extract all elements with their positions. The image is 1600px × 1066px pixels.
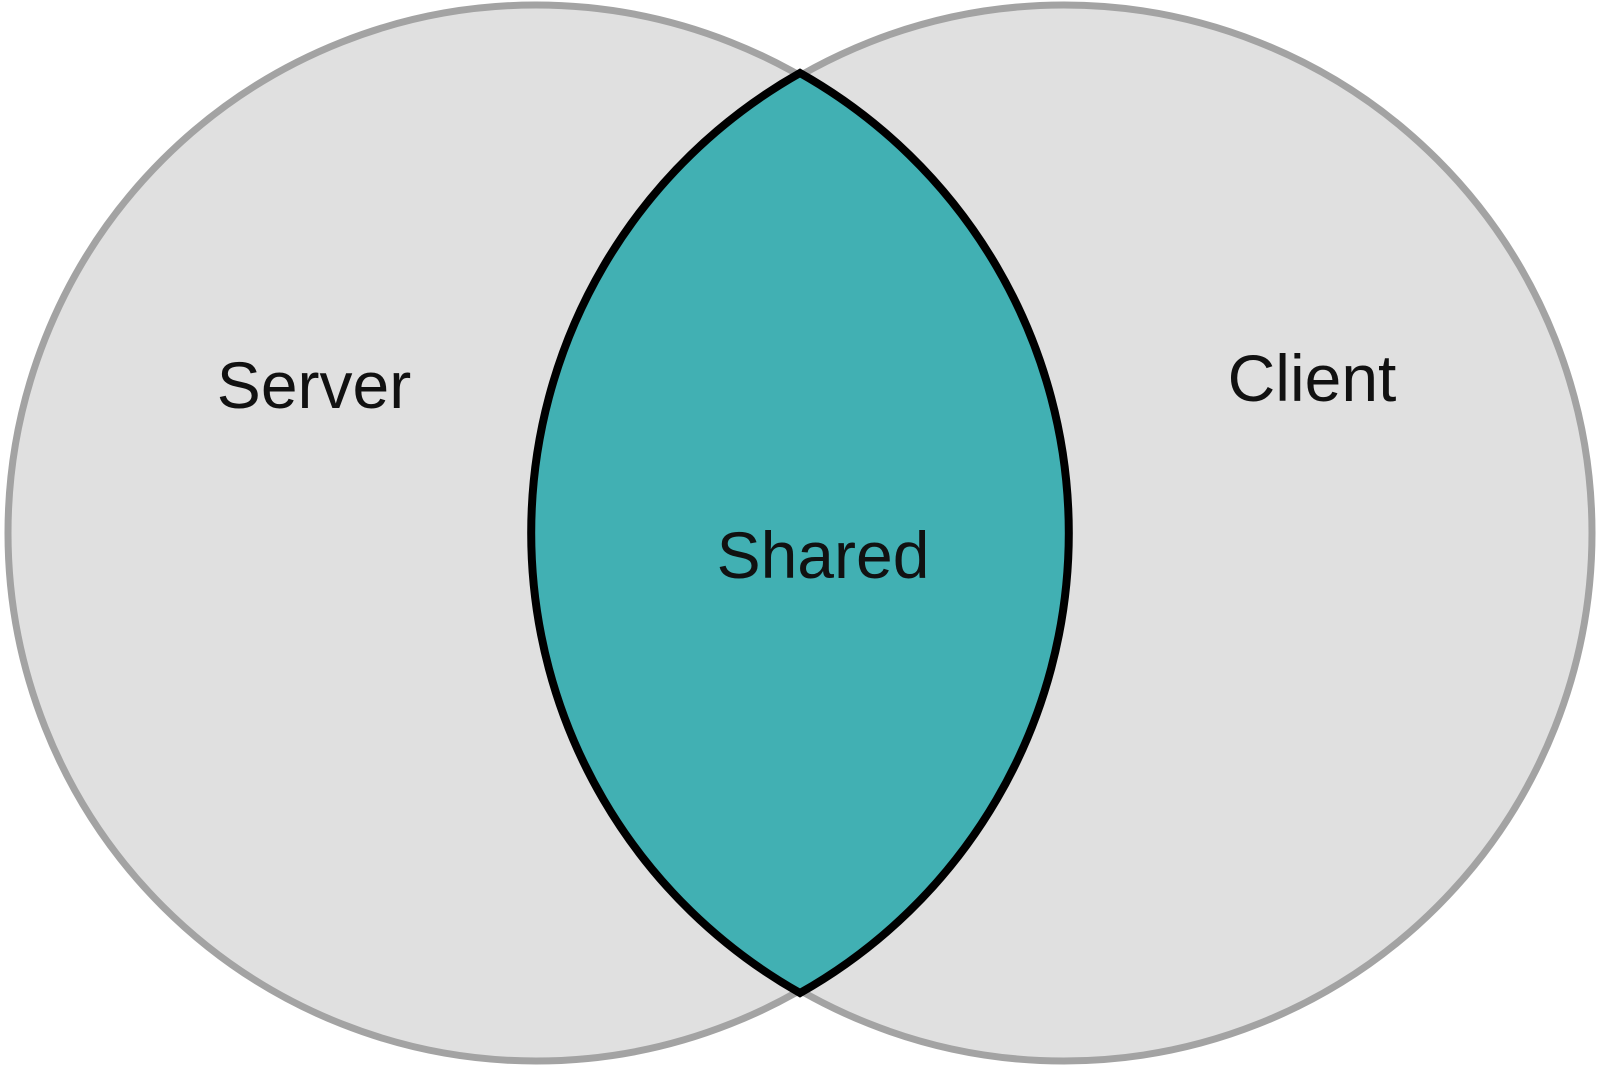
server-label: Server [217, 348, 411, 422]
shared-intersection-region [527, 68, 1073, 998]
client-label: Client [1228, 341, 1397, 415]
shared-label: Shared [717, 518, 930, 592]
